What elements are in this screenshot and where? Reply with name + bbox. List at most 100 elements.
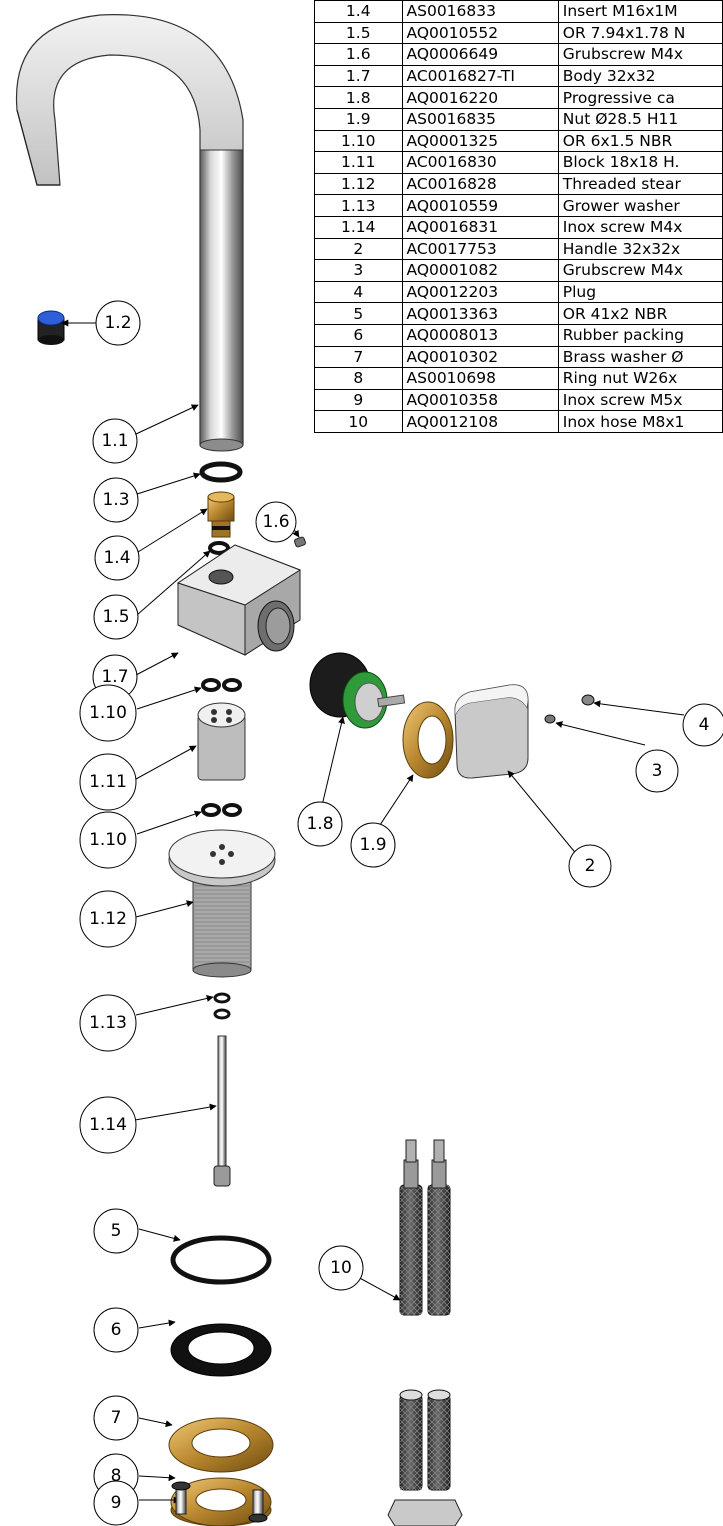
svg-text:1.10: 1.10 xyxy=(89,830,127,850)
part-item-number: 4 xyxy=(314,280,403,304)
callout-balloons: 1.2 1.1 1.3 1.6 1.4 1.5 1.7 1.10 1.11 1.… xyxy=(79,300,723,1526)
grower-washers-part xyxy=(213,992,231,1020)
part-item-number: 1.11 xyxy=(314,151,403,174)
part-description: Body 32x32 xyxy=(557,64,723,88)
part-description: Inox hose M8x1 xyxy=(557,410,723,433)
body-part xyxy=(176,544,302,656)
callout-5: 5 xyxy=(93,1208,139,1254)
part-code: AQ0012108 xyxy=(401,410,559,433)
part-description: Inox screw M4x xyxy=(557,215,723,239)
part-item-number: 6 xyxy=(314,323,403,347)
inox-hoses-part xyxy=(387,1139,463,1526)
part-description: Grower washer xyxy=(557,194,723,217)
aerator-part xyxy=(37,310,65,345)
svg-text:10: 10 xyxy=(330,1258,352,1278)
svg-text:1.13: 1.13 xyxy=(89,1013,127,1033)
part-item-number: 2 xyxy=(314,237,403,261)
part-description: OR 41x2 NBR xyxy=(557,302,723,325)
part-description: Progressive ca xyxy=(557,86,723,109)
o-ring-1-3-part xyxy=(199,461,243,483)
part-item-number: 9 xyxy=(314,388,403,412)
svg-text:1.10: 1.10 xyxy=(89,703,127,723)
part-description: Block 18x18 H. xyxy=(557,151,723,174)
callout-9: 9 xyxy=(93,1480,139,1526)
part-item-number: 7 xyxy=(314,345,403,369)
part-item-number: 1.8 xyxy=(314,86,403,109)
part-code: AC0016828 xyxy=(401,172,559,196)
part-description: Brass washer Ø xyxy=(557,345,723,369)
svg-text:1.7: 1.7 xyxy=(101,667,128,687)
callout-1-3: 1.3 xyxy=(93,477,139,523)
part-description: Grubscrew M4x xyxy=(557,43,723,66)
svg-text:1.2: 1.2 xyxy=(104,313,131,333)
block-part xyxy=(197,702,246,781)
plug-part xyxy=(581,694,595,706)
part-description: Grubscrew M4x xyxy=(557,259,723,282)
part-item-number: 1.13 xyxy=(314,194,403,217)
nut-1-9-part xyxy=(402,701,454,779)
callout-1-10-upper: 1.10 xyxy=(79,684,137,742)
callout-1-14: 1.14 xyxy=(79,1096,137,1154)
callout-1-10-lower: 1.10 xyxy=(79,811,137,869)
part-item-number: 1.10 xyxy=(314,129,403,153)
part-code: AC0017753 xyxy=(401,237,559,261)
callout-1-9: 1.9 xyxy=(350,822,396,868)
leader-lines xyxy=(61,319,685,1504)
o-ring-5-part xyxy=(170,1235,272,1285)
part-description: Inox screw M5x xyxy=(557,388,723,412)
svg-text:1.8: 1.8 xyxy=(306,814,333,834)
svg-text:3: 3 xyxy=(652,761,663,781)
o-rings-1-10-upper-part xyxy=(201,678,242,692)
part-code: AQ0010559 xyxy=(401,194,559,217)
part-item-number: 1.5 xyxy=(314,21,403,45)
part-code: AQ0010552 xyxy=(401,21,559,45)
inox-screw-1-14-part xyxy=(213,1035,231,1187)
inox-screws-9-part xyxy=(171,1481,268,1523)
part-description: Handle 32x32x xyxy=(557,237,723,261)
svg-text:1.5: 1.5 xyxy=(102,607,129,627)
svg-text:8: 8 xyxy=(111,1466,122,1486)
svg-text:1.9: 1.9 xyxy=(359,835,386,855)
callout-1-6: 1.6 xyxy=(255,501,297,543)
callout-6: 6 xyxy=(93,1307,139,1353)
o-ring-1-5-part xyxy=(208,541,230,555)
callout-1-13: 1.13 xyxy=(79,994,137,1052)
svg-text:1.14: 1.14 xyxy=(89,1115,127,1135)
part-item-number: 3 xyxy=(314,259,403,282)
part-code: AQ0001082 xyxy=(401,259,559,282)
part-item-number: 8 xyxy=(314,367,403,390)
svg-text:4: 4 xyxy=(699,715,710,735)
part-code: AQ0001325 xyxy=(401,129,559,153)
part-code: AQ0006649 xyxy=(401,43,559,66)
svg-text:9: 9 xyxy=(111,1493,122,1513)
part-item-number: 5 xyxy=(314,302,403,325)
part-item-number: 1.14 xyxy=(314,215,403,239)
part-item-number: 10 xyxy=(314,410,403,433)
part-code: AQ0010302 xyxy=(401,345,559,369)
part-description: Ring nut W26x xyxy=(557,367,723,390)
part-description: Nut Ø28.5 H11 xyxy=(557,107,723,131)
handle-part xyxy=(454,684,529,779)
part-code: AQ0008013 xyxy=(401,323,559,347)
part-description: Plug xyxy=(557,280,723,304)
part-item-number: 1.9 xyxy=(314,107,403,131)
o-rings-1-10-lower-part xyxy=(201,803,242,817)
part-description: Insert M16x1M xyxy=(557,0,723,23)
